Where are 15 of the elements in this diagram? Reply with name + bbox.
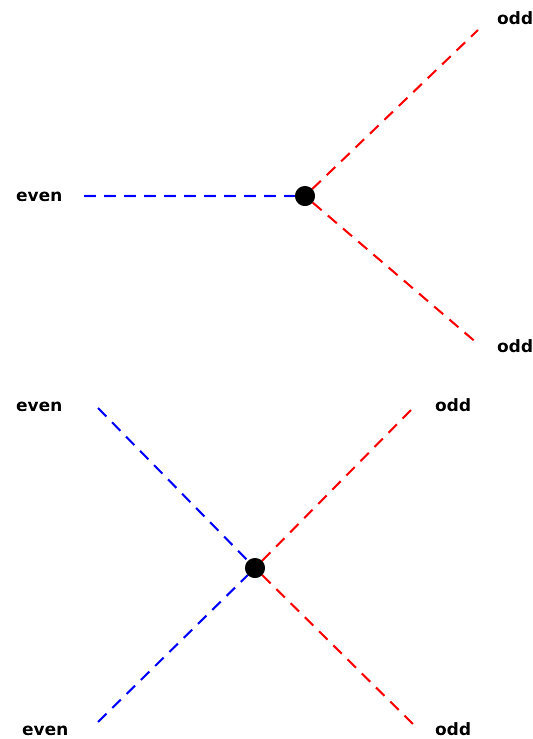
dashed-line bbox=[97, 574, 249, 723]
particle-label: odd bbox=[478, 334, 533, 360]
dashed-line bbox=[97, 407, 249, 562]
dashed-line bbox=[261, 574, 414, 725]
particle-label: even bbox=[16, 394, 98, 418]
particle-label: odd bbox=[413, 718, 471, 739]
particle-label: odd bbox=[478, 6, 533, 32]
dashed-line bbox=[84, 194, 295, 198]
dashed-line bbox=[311, 29, 479, 190]
vertex-dot bbox=[295, 186, 315, 206]
particle-label: even bbox=[22, 718, 98, 739]
particle-label: even bbox=[16, 184, 84, 208]
dashed-line bbox=[261, 407, 414, 562]
particle-label: odd bbox=[413, 394, 471, 418]
vertex-dot bbox=[245, 558, 265, 578]
